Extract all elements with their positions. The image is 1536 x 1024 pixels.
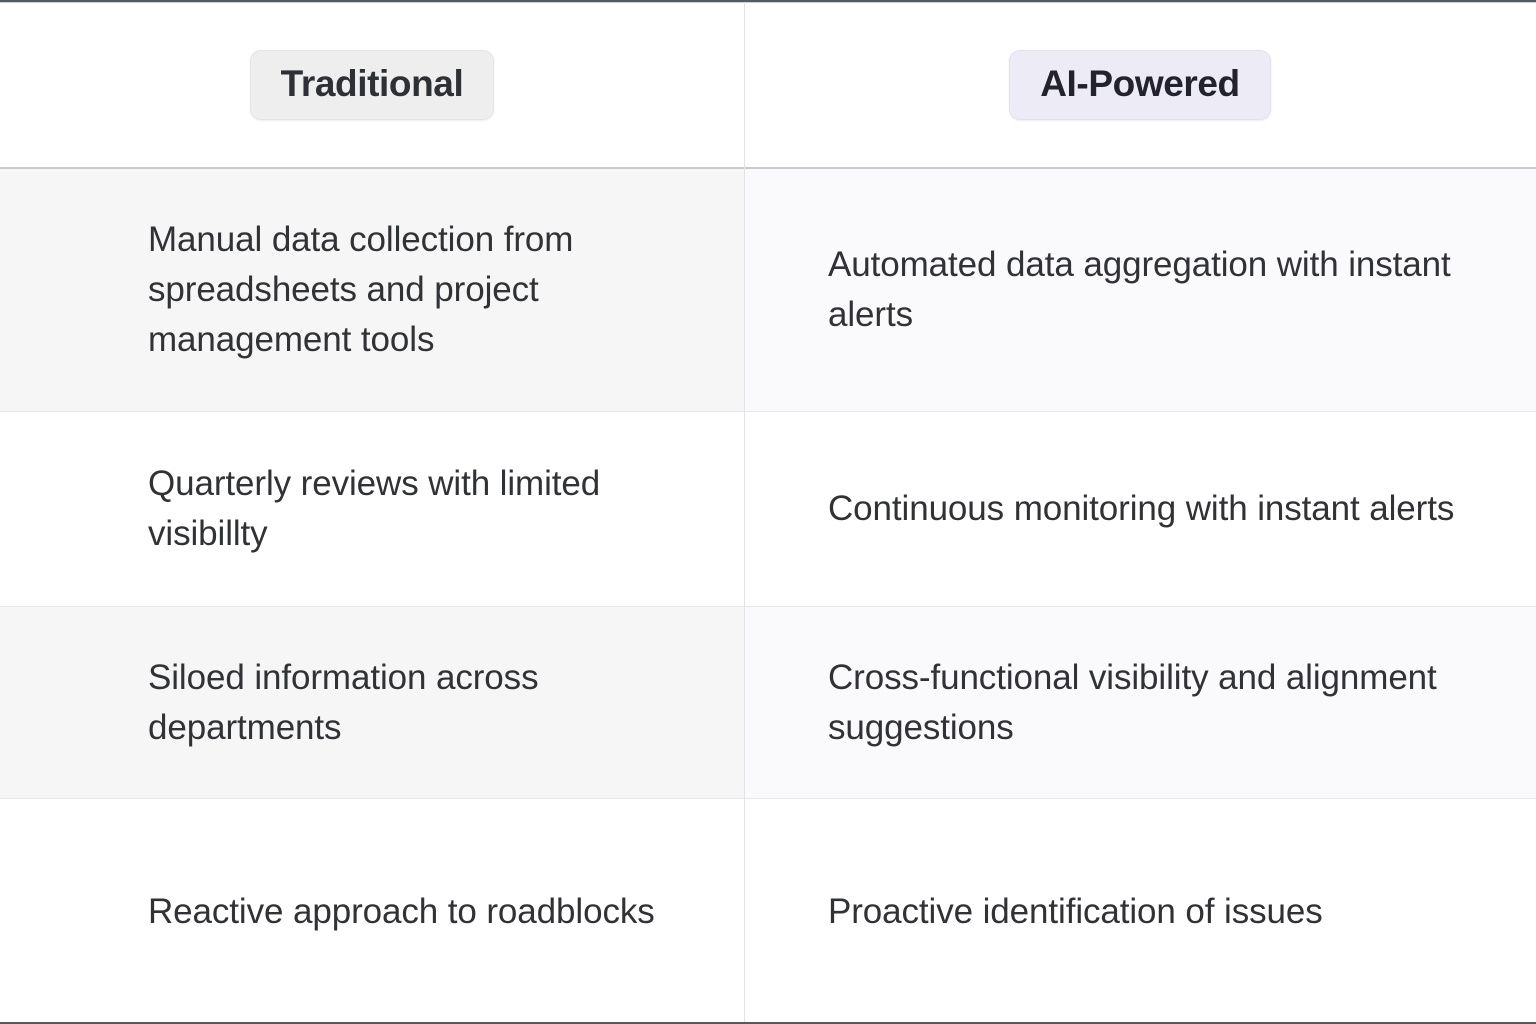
cell-traditional: Quarterly reviews with limited visibillt… (0, 412, 744, 607)
cell-ai-powered: Automated data aggregation with instant … (744, 169, 1536, 412)
cell-ai-powered: Cross-functional visibility and alignmen… (744, 607, 1536, 799)
column-badge-ai-powered[interactable]: AI-Powered (1009, 49, 1271, 120)
header-cell-ai-powered: AI-Powered (744, 2, 1536, 169)
cell-traditional: Siloed information across departments (0, 607, 744, 799)
cell-traditional: Manual data collection from spreadsheets… (0, 169, 744, 412)
cell-text: Continuous monitoring with instant alert… (828, 489, 1455, 529)
top-hairline (0, 2, 1536, 3)
cell-traditional: Reactive approach to roadblocks (0, 799, 744, 1022)
header-cell-traditional: Traditional (0, 2, 744, 169)
column-divider (744, 2, 745, 1022)
cell-text: Cross-functional visibility and alignmen… (828, 657, 1437, 747)
cell-text: Quarterly reviews with limited visibillt… (148, 464, 601, 553)
column-badge-traditional[interactable]: Traditional (249, 49, 495, 120)
cell-text: Reactive approach to roadblocks (148, 891, 655, 931)
cell-text: Automated data aggregation with instant … (828, 245, 1451, 334)
cell-text: Siloed information across departments (148, 657, 539, 747)
cell-ai-powered: Continuous monitoring with instant alert… (744, 412, 1536, 607)
cell-text: Proactive identification of issues (828, 891, 1323, 931)
cell-text: Manual data collection from spreadsheets… (148, 220, 574, 359)
cell-ai-powered: Proactive identification of issues (744, 799, 1536, 1022)
